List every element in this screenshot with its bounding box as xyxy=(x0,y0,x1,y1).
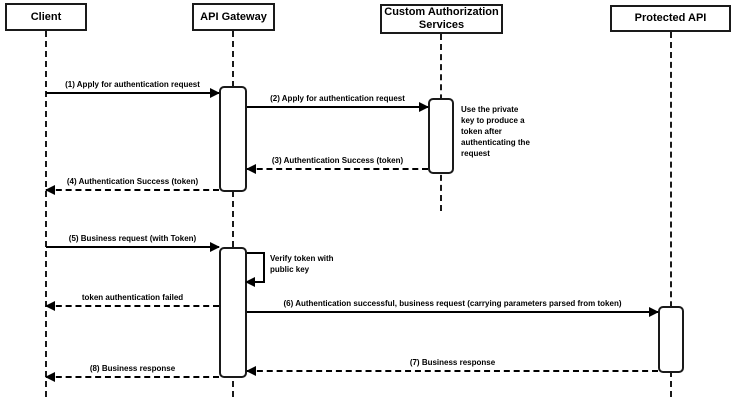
message-3-line xyxy=(247,168,428,170)
lifeline-client xyxy=(45,31,47,397)
message-5-line xyxy=(46,246,219,248)
arrowhead-left-icon xyxy=(45,372,55,382)
arrowhead-right-icon xyxy=(419,102,429,112)
arrowhead-right-icon xyxy=(649,307,659,317)
message-6-label: (6) Authentication successful, business … xyxy=(283,299,622,308)
activation-api-gateway-auth xyxy=(219,86,247,192)
note-private-key: Use the private key to produce a token a… xyxy=(461,105,530,158)
message-2-label: (2) Apply for authentication request xyxy=(270,94,405,103)
message-7-label: (7) Business response xyxy=(409,358,496,367)
actor-label-api-gateway: API Gateway xyxy=(200,10,267,23)
message-1-line xyxy=(46,92,219,94)
activation-protected-api xyxy=(658,306,684,373)
actor-label-custom-auth-services: Custom Authorization Services xyxy=(384,6,499,31)
lifeline-protected-api xyxy=(670,32,672,397)
message-1-label: (1) Apply for authentication request xyxy=(65,80,200,89)
actor-label-client: Client xyxy=(30,10,62,23)
message-8-line xyxy=(46,376,219,378)
message-6-line xyxy=(247,311,658,313)
arrowhead-right-icon xyxy=(210,242,220,252)
actor-label-protected-api: Protected API xyxy=(634,12,707,25)
message-4-label: (4) Authentication Success (token) xyxy=(66,177,199,186)
message-5-label: (5) Business request (with Token) xyxy=(68,234,197,243)
message-token-auth-failed-label: token authentication failed xyxy=(81,293,184,302)
message-token-auth-failed-line xyxy=(46,305,219,307)
message-2-line xyxy=(247,106,428,108)
actor-box-protected-api: Protected API xyxy=(610,5,731,32)
arrowhead-left-icon xyxy=(45,301,55,311)
arrowhead-left-icon xyxy=(246,366,256,376)
arrowhead-left-icon xyxy=(45,185,55,195)
activation-api-gateway-business xyxy=(219,247,247,378)
message-4-line xyxy=(46,189,219,191)
actor-box-custom-auth-services: Custom Authorization Services xyxy=(380,4,503,34)
activation-custom-auth-services xyxy=(428,98,454,174)
actor-box-api-gateway: API Gateway xyxy=(192,3,275,31)
arrowhead-left-icon xyxy=(246,164,256,174)
actor-box-client: Client xyxy=(5,3,87,31)
message-3-label: (3) Authentication Success (token) xyxy=(271,156,404,165)
arrowhead-left-icon xyxy=(245,277,255,287)
self-message-verify-token-label: Verify token with public key xyxy=(270,254,334,274)
self-message-verify-token-loop xyxy=(245,252,265,287)
message-8-label: (8) Business response xyxy=(89,364,176,373)
lifeline-api-gateway xyxy=(232,31,234,397)
arrowhead-right-icon xyxy=(210,88,220,98)
message-7-line xyxy=(247,370,658,372)
